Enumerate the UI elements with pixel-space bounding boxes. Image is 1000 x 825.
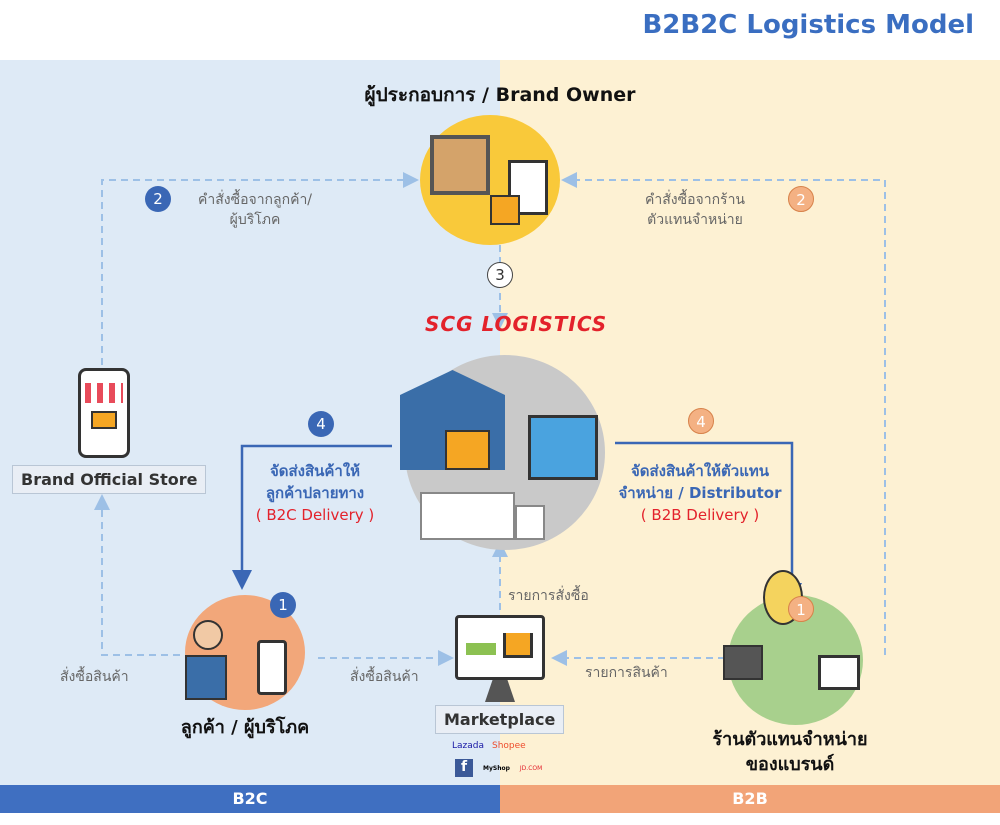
analytics-icon — [818, 655, 860, 690]
warehouse-shelf-icon — [430, 135, 490, 195]
step-3-badge: 3 — [487, 262, 513, 288]
buy-line-left — [94, 494, 180, 656]
buy-label-left: สั่งซื้อสินค้า — [60, 669, 129, 685]
shopee-logo: Shopee — [492, 741, 526, 751]
box-icon — [490, 195, 520, 225]
b2b-delivery-label: จัดส่งสินค้าให้ตัวแทน จำหน่าย / Distribu… — [610, 460, 790, 526]
buy-label-center: สั่งซื้อสินค้า — [350, 669, 419, 685]
label-line: จำหน่าย / Distributor — [618, 484, 782, 502]
marketplace-label: Marketplace — [435, 705, 565, 734]
label-line: ( B2B Delivery ) — [640, 506, 760, 524]
step-1-badge-right: 1 — [788, 596, 814, 622]
cart-icon — [503, 633, 533, 658]
basket-icon — [91, 411, 117, 429]
marketplace-monitor-icon — [455, 615, 545, 680]
awning-icon — [85, 383, 123, 403]
b2b-footer: B2B — [500, 785, 1000, 813]
truck-icon — [420, 492, 515, 540]
order-line-right — [561, 172, 886, 655]
label-line: ร้านตัวแทนจำหน่าย — [712, 729, 868, 750]
label-line: คำสั่งซื้อจากร้าน — [644, 192, 745, 208]
label-line: ของแบรนด์ — [745, 754, 835, 775]
brand-owner-illustration — [420, 115, 560, 245]
step-2-badge-right: 2 — [788, 186, 814, 212]
label-line: จัดส่งสินค้าให้ — [269, 462, 361, 480]
step-1-badge-left: 1 — [270, 592, 296, 618]
jd-logo: JD.COM — [519, 764, 543, 772]
clipboard-icon — [508, 160, 548, 215]
page-title: B2B2C Logistics Model — [642, 10, 974, 40]
order-line-left — [101, 172, 419, 365]
order-list-label: รายการสั่งซื้อ — [508, 588, 589, 604]
marketplace-logos-row1: Lazada Shopee — [452, 741, 526, 751]
facebook-logo: f — [455, 759, 473, 777]
cash-register-icon — [723, 645, 763, 680]
label-line: คำสั่งซื้อจากลูกค้า/ — [197, 192, 313, 208]
monitor-stand — [485, 680, 515, 702]
brand-official-store-label: Brand Official Store — [12, 465, 207, 494]
myshop-logo: MyShop — [483, 764, 510, 772]
boxes-icon — [445, 430, 490, 470]
label-line: ลูกค้าปลายทาง — [265, 484, 365, 502]
retailer-label: ร้านตัวแทนจำหน่าย ของแบรนด์ — [690, 727, 890, 777]
lazada-logo: Lazada — [452, 741, 484, 751]
delivery-arrow-b2c — [232, 444, 392, 590]
customer-label: ลูกค้า / ผู้บริโภค — [180, 717, 310, 738]
mobile-store-icon — [78, 368, 130, 458]
person-body — [185, 655, 227, 700]
product-icon — [466, 643, 496, 655]
label-line: จัดส่งสินค้าให้ตัวแทน — [630, 462, 770, 480]
step-4-badge-right: 4 — [688, 408, 714, 434]
step-2-label-right: คำสั่งซื้อจากร้าน ตัวแทนจำหน่าย — [615, 190, 775, 230]
delivery-arrow-b2b — [615, 441, 802, 603]
brand-owner-heading: ผู้ประกอบการ / Brand Owner — [364, 84, 636, 106]
label-line: ( B2C Delivery ) — [255, 506, 375, 524]
b2c-delivery-label: จัดส่งสินค้าให้ ลูกค้าปลายทาง ( B2C Deli… — [240, 460, 390, 526]
step-2-label-left: คำสั่งซื้อจากลูกค้า/ ผู้บริโภค — [175, 190, 335, 230]
product-list-label: รายการสินค้า — [585, 665, 668, 681]
truck-cab — [515, 505, 545, 540]
smartphone-icon — [257, 640, 287, 695]
label-line: ผู้บริโภค — [229, 212, 281, 228]
b2c-footer: B2C — [0, 785, 500, 813]
label-line: ตัวแทนจำหน่าย — [647, 212, 743, 228]
step-4-badge-left: 4 — [308, 411, 334, 437]
marketplace-logos-row2: f MyShop JD.COM — [455, 759, 542, 777]
scg-logistics-logo: SCG LOGISTICS — [425, 312, 608, 336]
person-icon — [193, 620, 223, 650]
step-2-badge-left: 2 — [145, 186, 171, 212]
report-chart-icon — [528, 415, 598, 480]
